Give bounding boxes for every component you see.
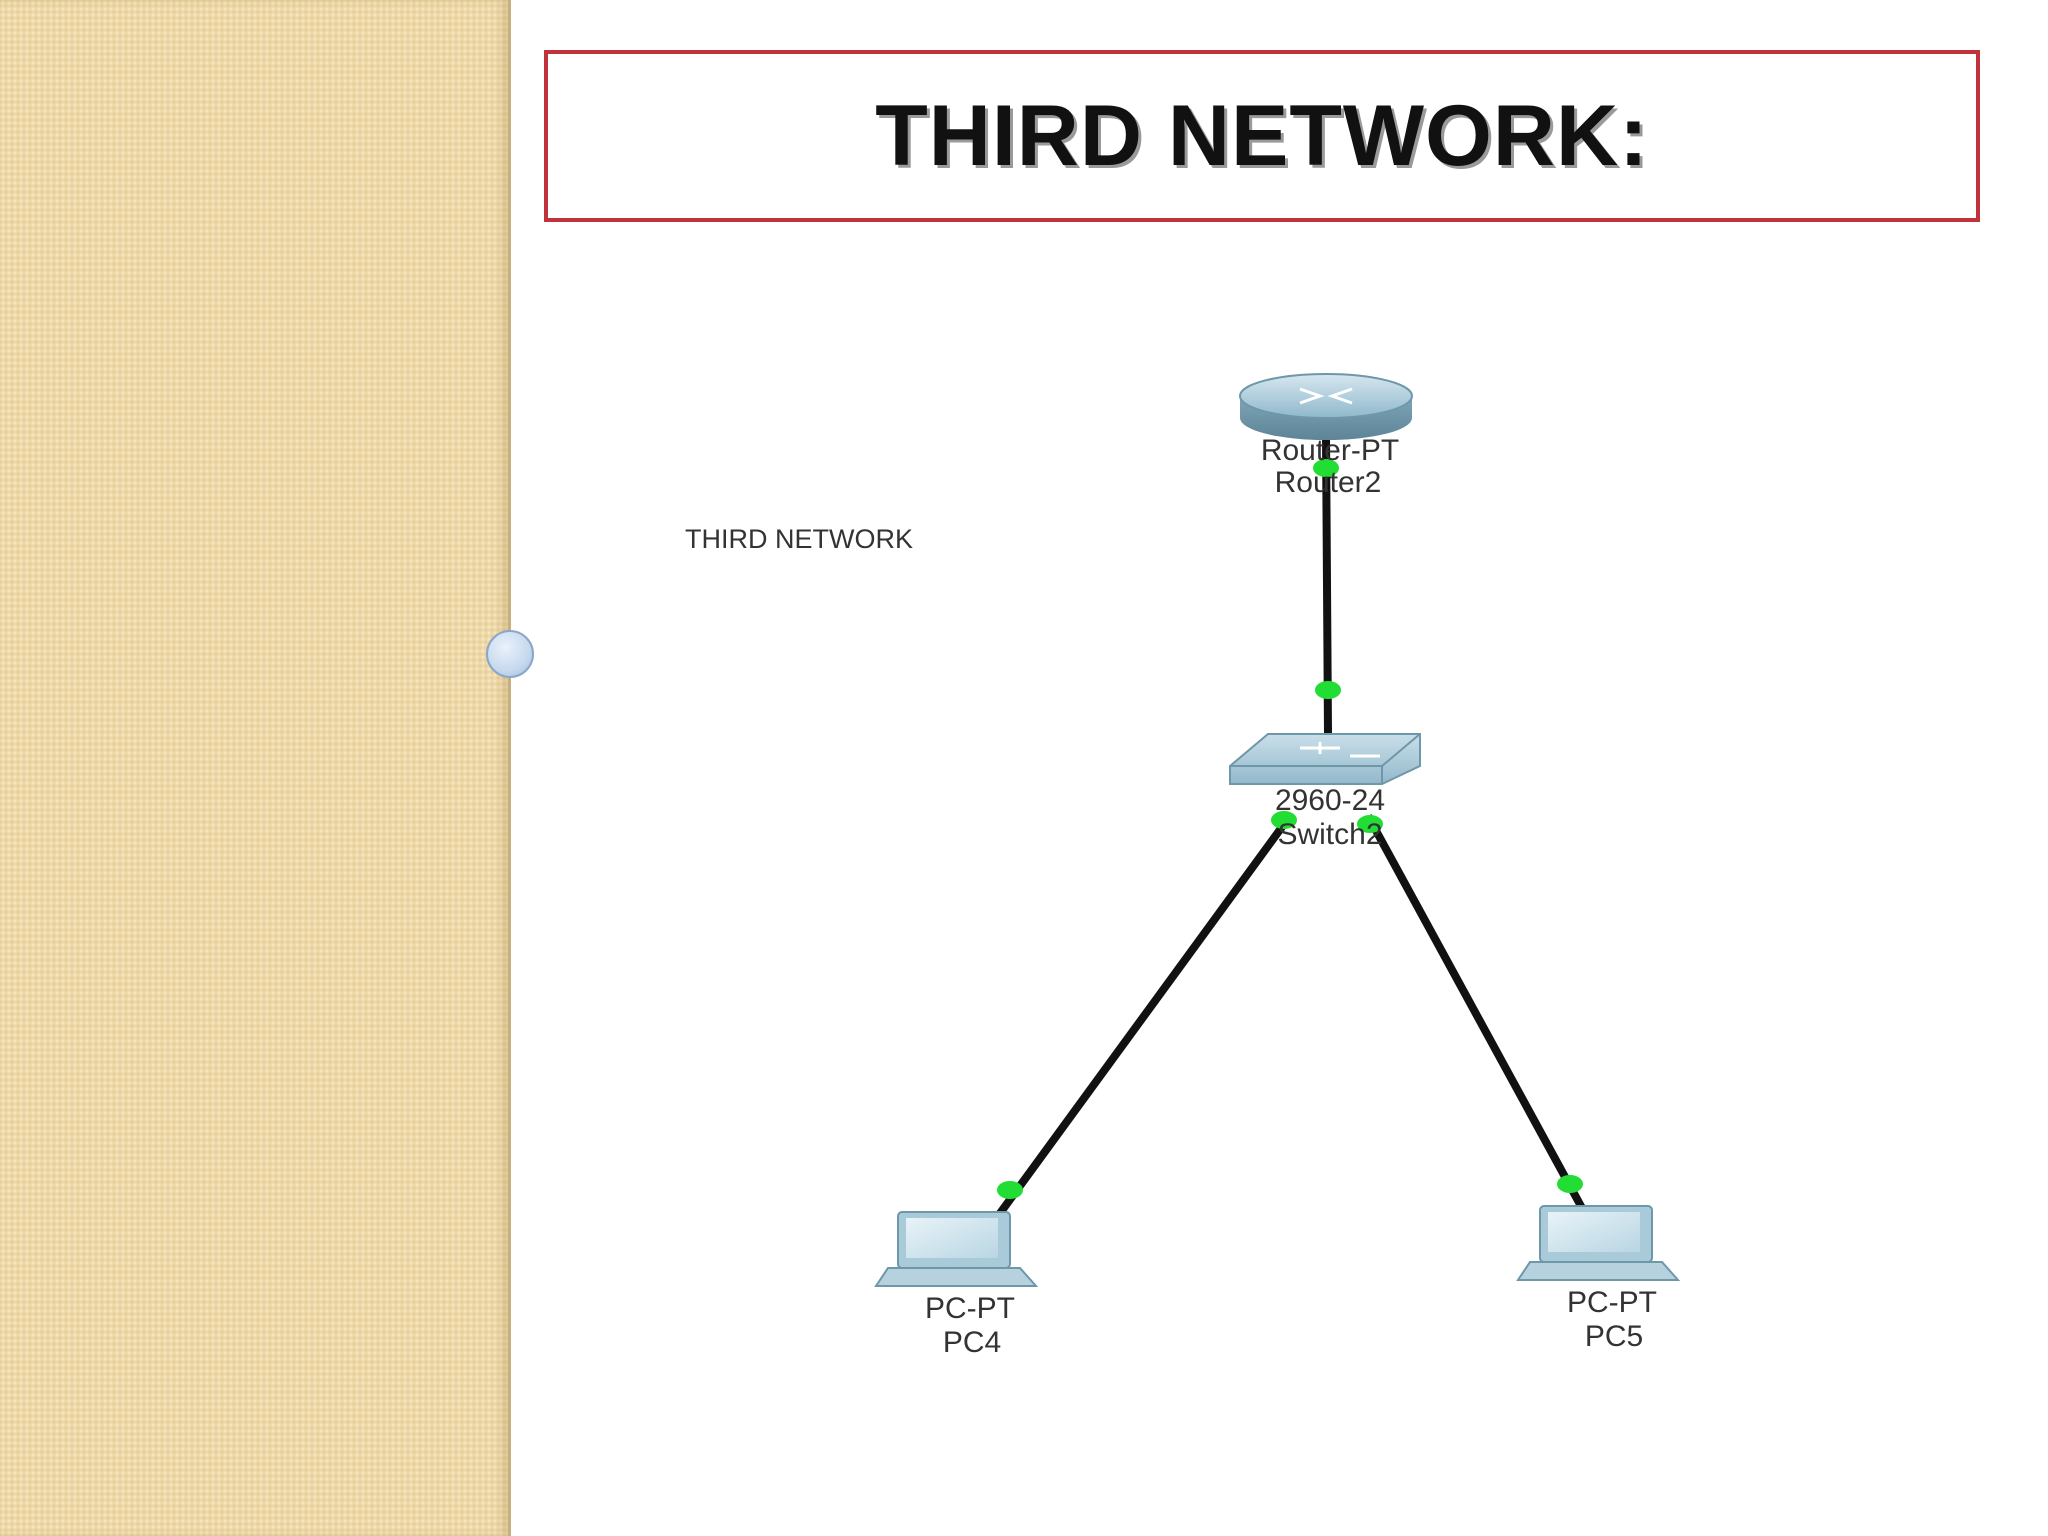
network-name-label: THIRD NETWORK: [685, 524, 913, 554]
port-dot-pc4: [997, 1181, 1023, 1199]
port-dot-pc5: [1557, 1175, 1583, 1193]
router-type-label: Router-PT: [1261, 434, 1399, 467]
router-icon[interactable]: [1239, 373, 1413, 440]
slide-title-box: THIRD NETWORK:: [544, 50, 1980, 222]
slide-title: THIRD NETWORK:: [875, 87, 1649, 184]
pc5-name-label: PC5: [1585, 1320, 1643, 1353]
slide-sidebar-panel: [0, 0, 511, 1536]
link-switch-pc4: [994, 813, 1294, 1219]
switch-name-label: Switch2: [1277, 818, 1382, 851]
network-diagram-canvas: THIRD NETWORK Router-PT Router2 2960-24 …: [685, 373, 1681, 1359]
port-dot-switch-up: [1315, 681, 1341, 699]
slide-bullet-circle: [486, 630, 534, 678]
link-switch-pc5: [1364, 814, 1586, 1210]
pc-icon[interactable]: [874, 1211, 1039, 1287]
pc-icon[interactable]: [1516, 1205, 1681, 1281]
pc5-type-label: PC-PT: [1567, 1286, 1657, 1319]
router-name-label: Router2: [1275, 466, 1382, 499]
port-dot-router: [1313, 459, 1339, 477]
switch-icon[interactable]: [1229, 733, 1421, 785]
pc4-type-label: PC-PT: [925, 1292, 1015, 1325]
port-dot-switch-right: [1357, 815, 1383, 833]
port-dot-switch-left: [1271, 811, 1297, 829]
switch-type-label: 2960-24: [1275, 784, 1385, 817]
pc4-name-label: PC4: [943, 1326, 1001, 1359]
network-diagram: THIRD NETWORK Router-PT Router2 2960-24 …: [530, 296, 2030, 1456]
port-status-dots: [997, 459, 1583, 1199]
